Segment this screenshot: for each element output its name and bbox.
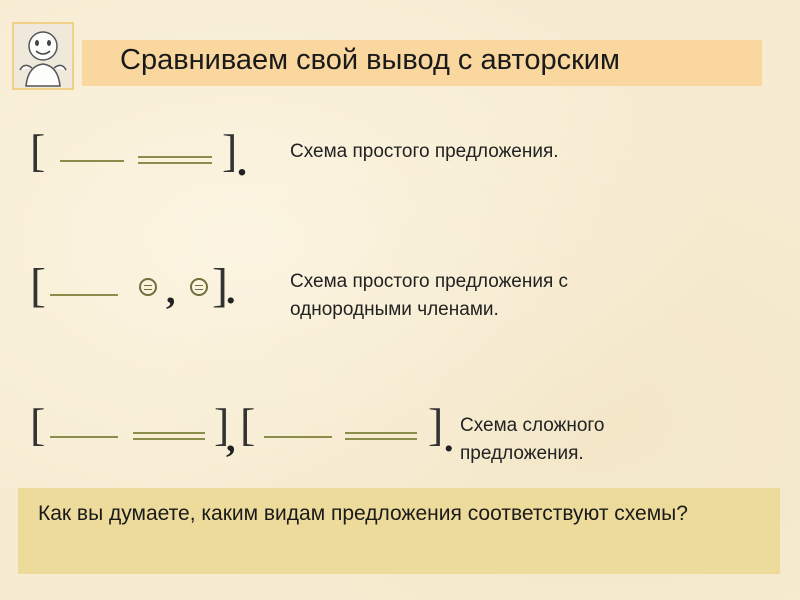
scheme-simple-description: Схема простого предложения. <box>290 141 559 162</box>
close-bracket: ] <box>222 125 238 176</box>
comma: , <box>166 270 176 312</box>
subject-line <box>50 436 118 438</box>
predicate-line <box>345 432 417 440</box>
homogeneous-member-icon <box>190 278 208 296</box>
homogeneous-member-icon <box>139 278 157 296</box>
slide-title: Сравниваем свой вывод с авторским <box>120 44 620 76</box>
predicate-line <box>138 156 212 164</box>
subject-line <box>264 436 332 438</box>
mascot-icon <box>12 22 74 90</box>
period: . <box>444 418 454 460</box>
title-bar <box>82 40 762 86</box>
close-bracket: ] <box>214 399 230 450</box>
scheme-homogeneous-description: Схема простого предложения с однородными… <box>290 271 569 320</box>
subject-line <box>50 294 118 296</box>
open-bracket: [ <box>30 259 46 312</box>
open-bracket: [ <box>30 125 46 176</box>
period: . <box>226 270 236 312</box>
period: . <box>237 139 247 184</box>
predicate-line <box>133 432 205 440</box>
question-text: Как вы думаете, каким видам предложения … <box>38 502 688 525</box>
scheme-complex-description: Схема сложного предложения. <box>460 415 605 464</box>
open-bracket: [ <box>240 399 256 450</box>
question-box <box>18 488 780 574</box>
close-bracket: ] <box>212 259 228 312</box>
open-bracket: [ <box>30 399 46 450</box>
comma: , <box>226 418 236 460</box>
close-bracket: ] <box>428 399 444 450</box>
subject-line <box>60 160 124 162</box>
